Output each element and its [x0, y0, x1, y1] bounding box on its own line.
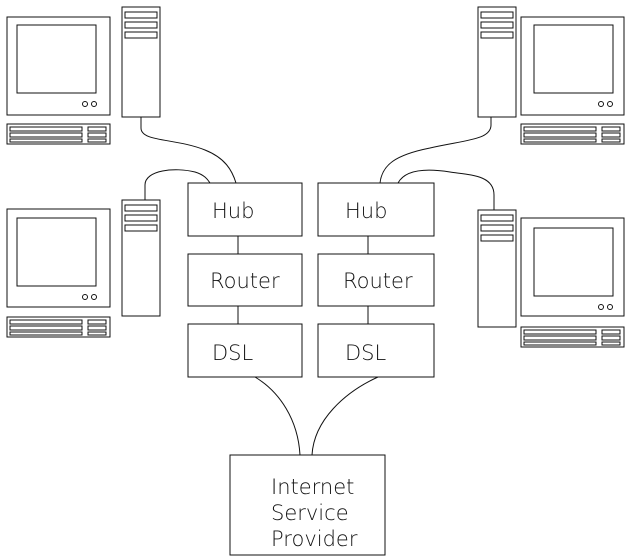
keyboard-icon	[520, 123, 625, 145]
right-hub-box: Hub	[317, 182, 435, 237]
right-dsl-box: DSL	[317, 323, 435, 378]
tower-icon	[477, 209, 517, 328]
left-router-box: Router	[187, 253, 303, 307]
cable-top-left-to-hub	[140, 117, 237, 184]
monitor-icon	[6, 208, 111, 308]
cable-mid-left-to-hub	[144, 169, 211, 200]
tower-icon	[121, 6, 161, 118]
left-dsl-label: DSL	[212, 341, 254, 365]
cable-right-dsl-to-isp	[311, 376, 379, 456]
right-router-label: Router	[343, 269, 413, 293]
right-hub-label: Hub	[345, 199, 387, 223]
computer-mid-left	[6, 199, 161, 338]
right-dsl-label: DSL	[345, 341, 387, 365]
cable-left-dsl-to-isp	[254, 376, 301, 456]
tower-icon	[121, 199, 161, 317]
left-dsl-box: DSL	[187, 323, 303, 378]
left-hub-label: Hub	[212, 199, 254, 223]
isp-label-line1: Internet	[271, 475, 354, 499]
cable-mid-right-to-hub	[397, 169, 495, 210]
computer-mid-right	[477, 209, 625, 348]
isp-label-line2: Service	[271, 501, 349, 525]
monitor-icon	[520, 16, 625, 116]
keyboard-icon	[6, 316, 111, 338]
monitor-icon	[520, 217, 625, 317]
computer-top-right	[477, 6, 625, 145]
isp-box: Internet Service Provider	[229, 454, 386, 556]
computer-top-left	[6, 6, 161, 145]
isp-label-line3: Provider	[271, 527, 358, 551]
cable-top-right-to-hub	[379, 117, 492, 184]
left-hub-box: Hub	[187, 182, 303, 237]
tower-icon	[477, 6, 517, 118]
keyboard-icon	[6, 123, 111, 145]
keyboard-icon	[520, 326, 625, 348]
left-router-label: Router	[210, 269, 280, 293]
right-router-box: Router	[317, 253, 435, 307]
monitor-icon	[6, 16, 111, 116]
